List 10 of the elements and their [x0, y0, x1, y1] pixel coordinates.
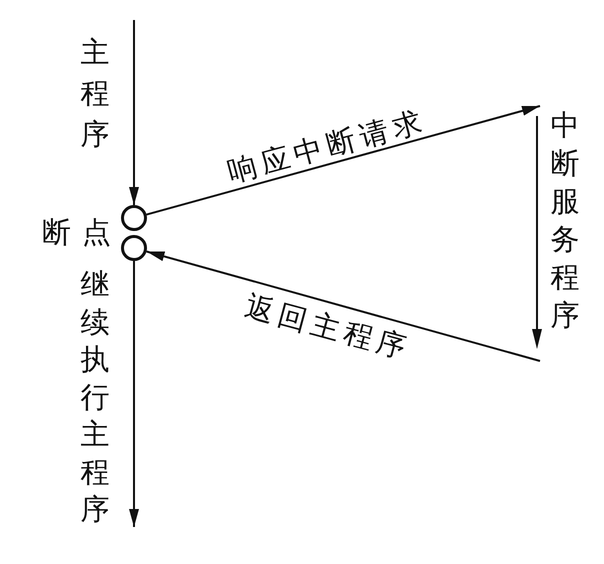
breakpoint-label: 断点: [42, 214, 122, 251]
arrow: [146, 250, 540, 362]
arrow: [129, 261, 139, 527]
breakpoint-circle: [121, 235, 147, 261]
edge-label: 继续执行主程序: [80, 266, 110, 528]
arrow: [129, 20, 139, 205]
node-label: 中断服务程序: [550, 107, 580, 334]
arrow: [146, 105, 540, 216]
breakpoint-circle: [121, 205, 147, 231]
edge-label: 主程序: [80, 34, 110, 153]
